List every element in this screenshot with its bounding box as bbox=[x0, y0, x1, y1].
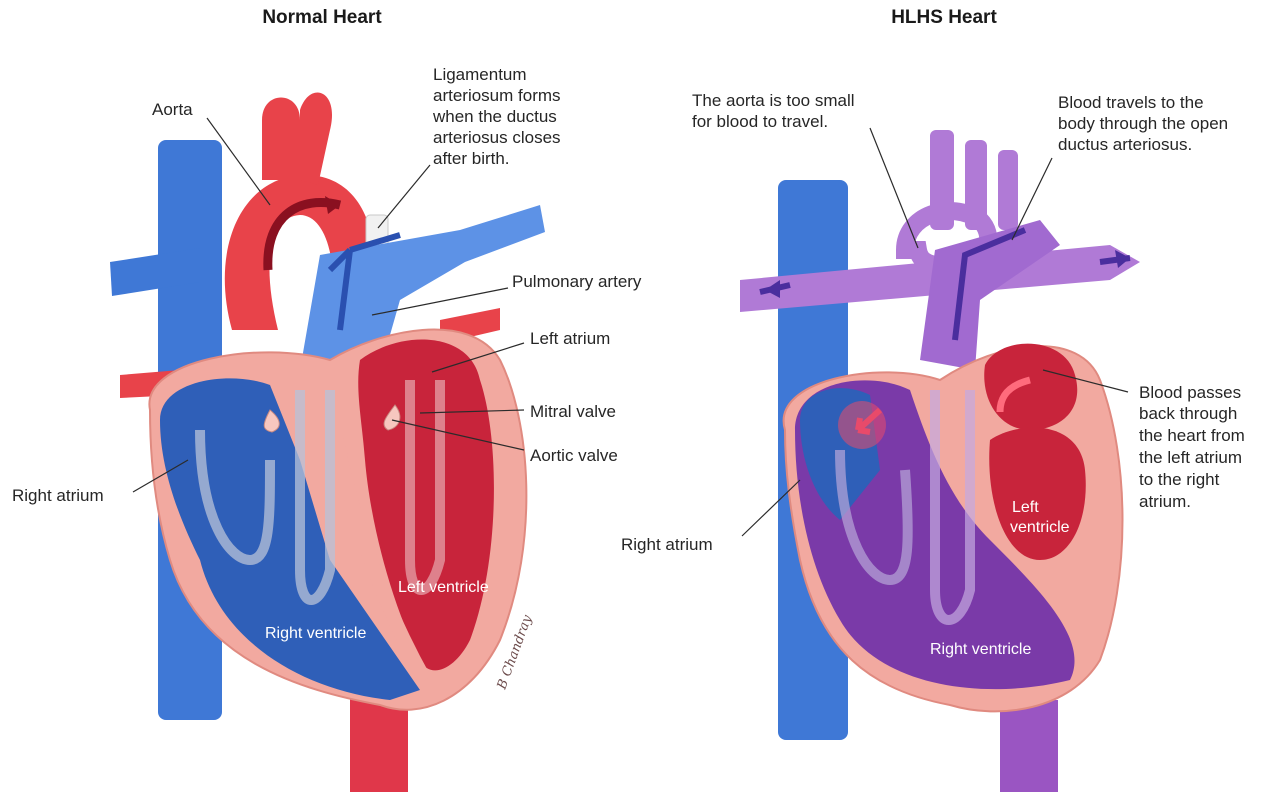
label-line: body through the open bbox=[1058, 114, 1228, 133]
label-pulmonary-artery: Pulmonary artery bbox=[512, 272, 642, 291]
label-aorta: Aorta bbox=[152, 100, 193, 119]
label-line: arteriosus closes bbox=[433, 128, 561, 147]
label-line: Blood travels to the bbox=[1058, 93, 1204, 112]
label-left-ventricle: Left ventricle bbox=[398, 579, 489, 596]
label-line: Ligamentum bbox=[433, 65, 527, 84]
label-line: ductus arteriosus. bbox=[1058, 135, 1192, 154]
hlhs-heart-title: HLHS Heart bbox=[891, 7, 997, 28]
label-hlhs-right-atrium: Right atrium bbox=[621, 535, 713, 554]
label-right-atrium: Right atrium bbox=[12, 486, 104, 505]
label-open-ductus: Blood travels to the body through the op… bbox=[1058, 93, 1228, 154]
label-ligamentum: Ligamentum arteriosum forms when the duc… bbox=[432, 65, 561, 168]
label-blood-passes-back: Blood passes back through the heart from… bbox=[1139, 383, 1245, 511]
label-line: back through bbox=[1139, 404, 1237, 423]
label-line: after birth. bbox=[433, 149, 510, 168]
label-line: when the ductus bbox=[432, 107, 557, 126]
normal-heart-title: Normal Heart bbox=[262, 7, 382, 28]
normal-heart-illustration: B Chandray bbox=[110, 93, 545, 792]
label-line: the heart from bbox=[1139, 426, 1245, 445]
label-right-ventricle: Right ventricle bbox=[265, 625, 366, 642]
label-mitral-valve: Mitral valve bbox=[530, 402, 616, 421]
label-line: atrium. bbox=[1139, 492, 1191, 511]
label-hlhs-right-ventricle: Right ventricle bbox=[930, 641, 1031, 658]
label-line: arteriosum forms bbox=[433, 86, 561, 105]
label-line: for blood to travel. bbox=[692, 112, 828, 131]
label-line: the left atrium bbox=[1139, 448, 1242, 467]
hlhs-heart-illustration bbox=[740, 130, 1140, 792]
label-line: The aorta is too small bbox=[692, 91, 855, 110]
label-line: to the right bbox=[1139, 470, 1220, 489]
hlhs-descending-aorta bbox=[1000, 700, 1058, 792]
label-line: Left bbox=[1012, 499, 1039, 516]
label-aortic-valve: Aortic valve bbox=[530, 446, 618, 465]
label-aorta-too-small: The aorta is too small for blood to trav… bbox=[692, 91, 855, 131]
label-line: Blood passes bbox=[1139, 383, 1241, 402]
label-line: ventricle bbox=[1010, 519, 1070, 536]
label-left-atrium: Left atrium bbox=[530, 329, 610, 348]
